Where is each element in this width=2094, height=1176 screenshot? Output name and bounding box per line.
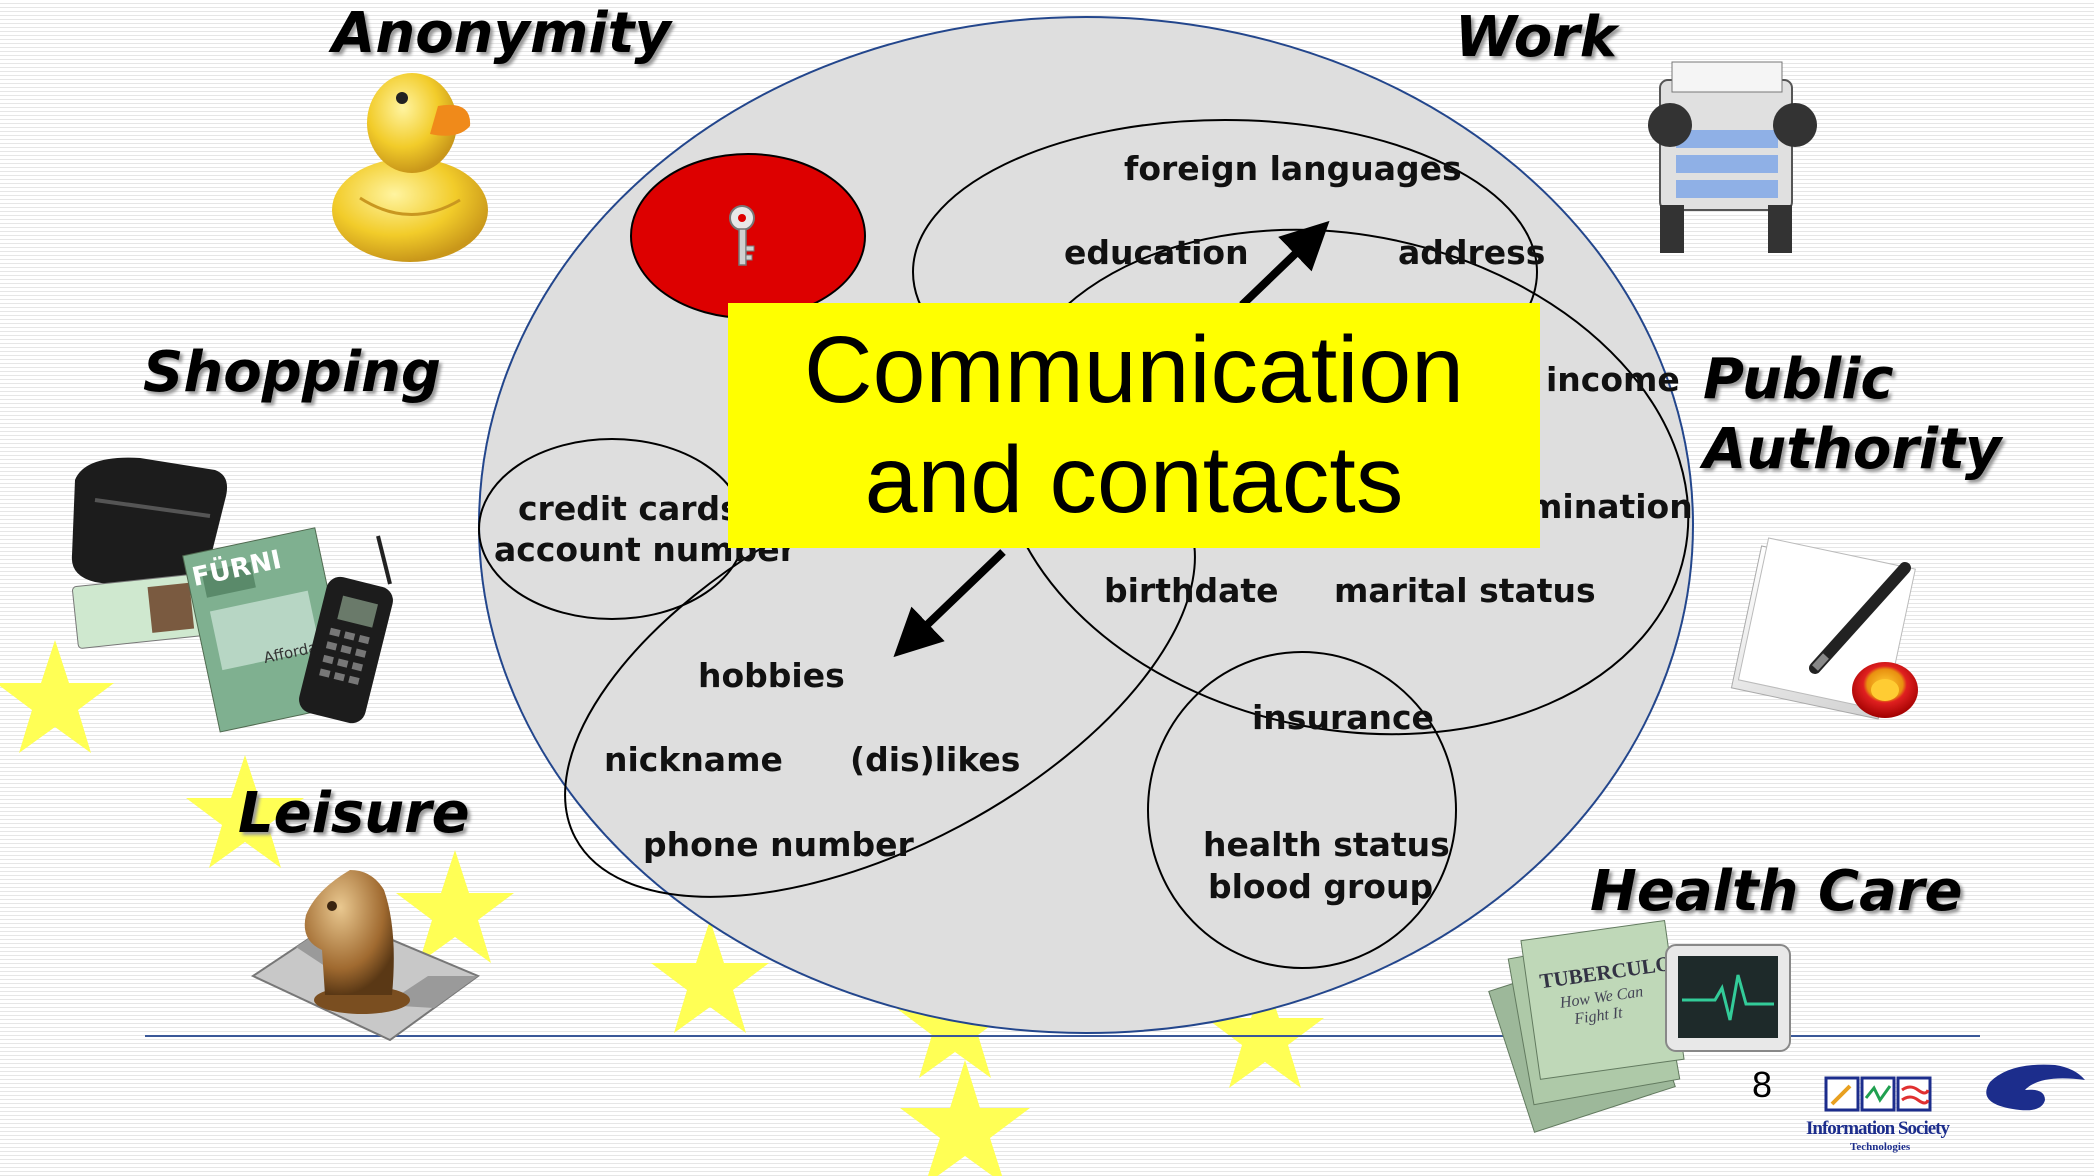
rubber-duck-icon (332, 73, 488, 262)
eu-star-icon (0, 640, 114, 753)
term-health-status: health status (1203, 825, 1450, 864)
eu-star-icon (900, 1060, 1030, 1176)
eu-star-icon (186, 755, 304, 868)
term-address: address (1398, 233, 1546, 272)
arrow-to-work (1239, 220, 1330, 308)
term-credit-cards: credit cards (518, 489, 740, 528)
term-education: education (1064, 233, 1249, 272)
id-card-icon (72, 573, 208, 649)
category-anonymity: Anonymity (332, 1, 671, 66)
term-income: income (1546, 360, 1680, 399)
health-care-ellipse (1147, 651, 1457, 969)
category-work: Work (1455, 5, 1618, 70)
key-icon (729, 205, 755, 266)
official-stamp-icon (1852, 662, 1918, 718)
term-nickname: nickname (604, 740, 783, 779)
category-public-authority-line1: Public (1703, 347, 1894, 412)
term-dislikes: (dis)likes (850, 740, 1021, 779)
eu-star-icon (1206, 975, 1324, 1088)
anonymity-ellipse (630, 153, 866, 319)
chess-knight-icon (250, 870, 481, 1042)
category-public-authority-line2: Authority (1703, 417, 2002, 482)
eu-star-icon (396, 850, 514, 963)
arrow-to-leisure (893, 549, 1006, 658)
term-marital-status: marital status (1334, 571, 1596, 610)
term-birthdate: birthdate (1104, 571, 1279, 610)
category-shopping: Shopping (143, 340, 441, 405)
logo-text-line2: Technologies (1850, 1141, 1911, 1153)
term-hobbies: hobbies (698, 656, 845, 695)
term-blood-group: blood group (1208, 867, 1434, 906)
logo-text-line1: Information Society (1806, 1118, 1950, 1139)
term-insurance: insurance (1252, 698, 1434, 737)
title-banner: Communication and contacts (728, 303, 1540, 548)
banner-title: Communication and contacts (804, 317, 1464, 533)
term-discrimination: mination (1528, 487, 1693, 526)
rolodex-icon (1648, 61, 1817, 253)
page-number: 8 (1752, 1064, 1773, 1105)
newspaper-subtitle-2: Fight It (1572, 1004, 1624, 1028)
term-phone-number: phone number (643, 825, 914, 864)
category-leisure: Leisure (238, 781, 470, 846)
mobile-phone-icon (299, 535, 393, 724)
heart-monitor-icon (1665, 944, 1791, 1052)
category-health-care: Health Care (1590, 859, 1963, 924)
term-foreign-languages: foreign languages (1124, 149, 1462, 188)
ist-logo (1824, 1064, 2085, 1112)
eu-star-icon (651, 920, 769, 1033)
